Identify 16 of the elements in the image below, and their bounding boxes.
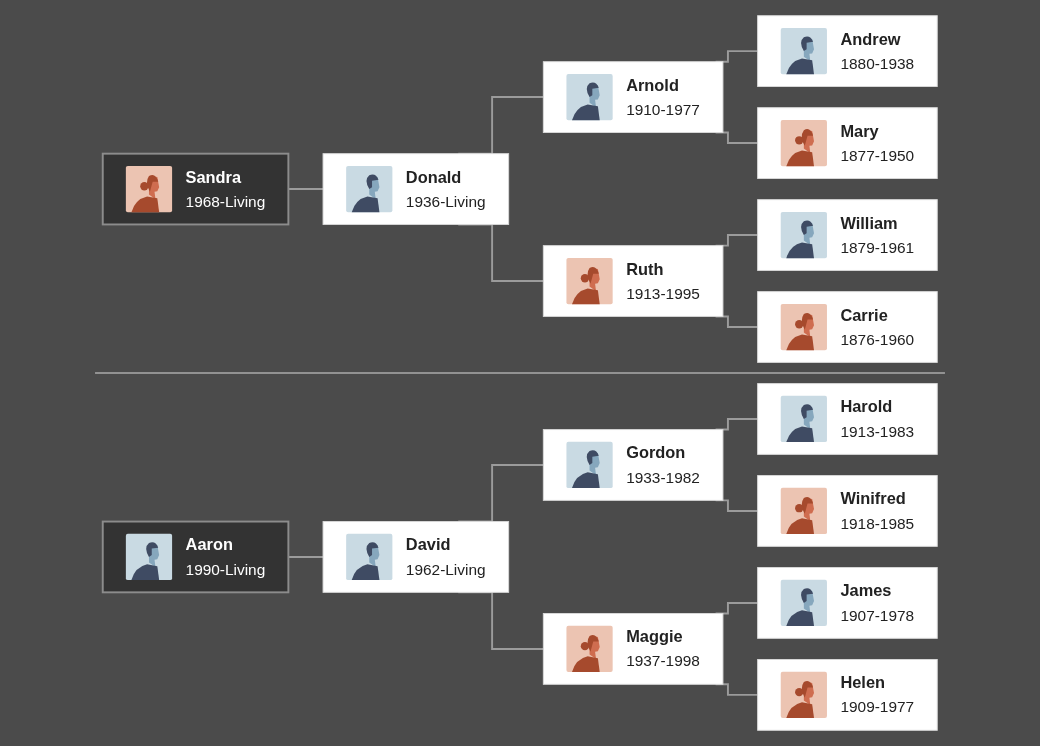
node-box: Mary 1877-1950 [757,107,938,179]
node-box: Maggie 1937-1998 [542,613,724,685]
node-box: Donald 1936-Living [322,153,510,225]
node-box: David 1962-Living [322,521,510,593]
node-box: Winifred 1918-1985 [757,475,938,547]
node-box: William 1879-1961 [757,199,938,271]
node-box: Sandra 1968-Living [101,152,290,226]
node-box: Aaron 1990-Living [101,520,290,594]
node-box: Arnold 1910-1977 [542,61,724,133]
node-box: Ruth 1913-1995 [542,245,724,317]
node-box: Helen 1909-1977 [757,659,938,731]
node-box: Carrie 1876-1960 [757,291,938,363]
node-box: James 1907-1978 [757,567,938,639]
node-box: Gordon 1933-1982 [542,429,724,501]
node-box: Andrew 1880-1938 [757,15,938,87]
node-box: Harold 1913-1983 [757,383,938,455]
